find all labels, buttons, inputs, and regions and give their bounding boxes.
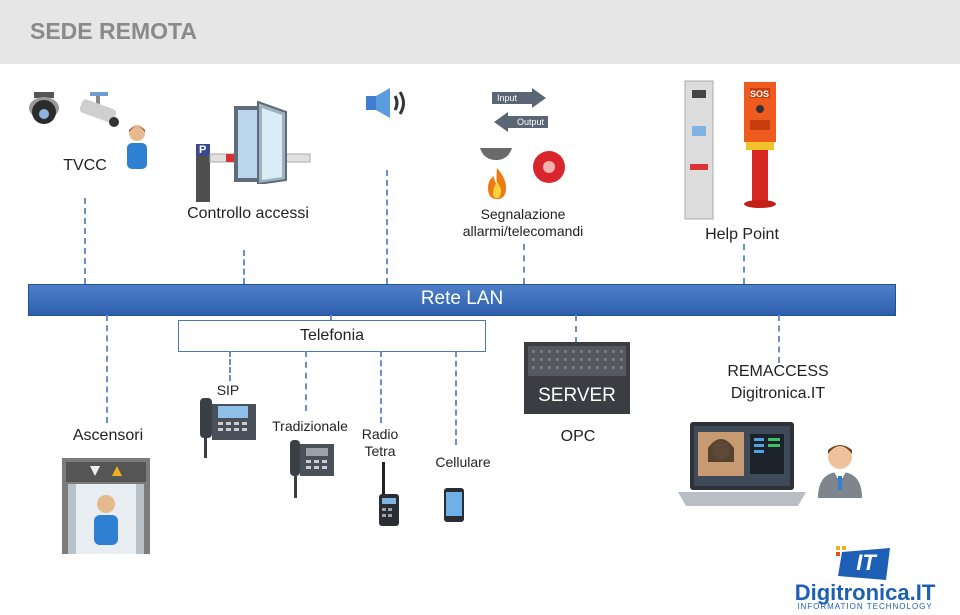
telefonia-connector <box>330 315 332 321</box>
logo-tagline: INFORMATION TECHNOLOGY <box>797 602 933 611</box>
cellulare-label: Cellulare <box>435 454 491 470</box>
tvcc-label: TVCC <box>63 157 107 174</box>
page-title: SEDE REMOTA <box>30 18 197 44</box>
radio-connector <box>380 351 382 423</box>
person-icon <box>124 124 150 170</box>
server-connector <box>575 315 577 343</box>
alarm-bell-icon <box>532 150 566 184</box>
sip-phone-icon <box>200 398 256 460</box>
server-icon <box>524 342 630 414</box>
bullet-camera-icon <box>76 92 122 132</box>
speaker-icon <box>364 86 412 120</box>
help-point-connector <box>743 244 745 284</box>
sip-label: SIP <box>216 382 240 398</box>
radio-label-line2: Tetra <box>364 443 396 459</box>
segnalazione-connector <box>523 244 525 284</box>
tradizionale-connector <box>305 351 307 411</box>
digitronica-logo-mark <box>836 546 896 582</box>
cellulare-connector <box>455 351 457 445</box>
remaccess-label-line1: REMACCESS <box>727 363 829 380</box>
accessi-connector <box>243 250 245 284</box>
input-label: Input <box>497 93 518 103</box>
sos-label: SOS <box>750 89 770 99</box>
dome-camera-icon <box>26 92 62 138</box>
lan-bar: Rete LAN <box>28 284 896 316</box>
remaccess-connector <box>778 315 780 363</box>
ascensori-connector <box>106 315 108 423</box>
user-icon <box>816 442 864 498</box>
opc-label: OPC <box>560 428 596 445</box>
fire-icon <box>484 168 510 200</box>
header-bar <box>0 0 960 64</box>
input-output-arrows-icon <box>492 88 548 136</box>
telefonia-box: Telefonia <box>178 320 486 352</box>
remaccess-label-line2: Digitronica.IT <box>730 385 826 402</box>
segnalazione-label-line2: allarmi/telecomandi <box>462 223 584 239</box>
sos-column-icon <box>740 82 780 210</box>
segnalazione-label-line1: Segnalazione <box>480 206 566 222</box>
ascensori-label: Ascensori <box>72 427 144 444</box>
intercom-column-icon <box>684 80 714 220</box>
tvcc-connector <box>84 198 86 284</box>
laptop-icon <box>678 422 806 508</box>
telefonia-label: Telefonia <box>299 327 365 344</box>
mobile-phone-icon <box>444 488 464 522</box>
smoke-detector-icon <box>480 146 512 162</box>
speaker-connector <box>386 170 388 284</box>
elevator-icon <box>62 458 150 554</box>
glass-door-icon <box>232 100 288 184</box>
logo-brand: Digitronica.IT <box>794 580 936 605</box>
parking-sign-label: P <box>199 144 207 156</box>
radio-handset-icon <box>377 462 401 528</box>
radio-label-line1: Radio <box>361 426 399 442</box>
help-point-label: Help Point <box>705 226 779 243</box>
lan-label: Rete LAN <box>420 288 504 309</box>
sip-connector <box>229 351 231 381</box>
server-label: SERVER <box>538 385 616 406</box>
tradizionale-label: Tradizionale <box>272 418 348 434</box>
logo-mark-text: IT <box>856 550 876 575</box>
controllo-accessi-label: Controllo accessi <box>187 205 309 222</box>
output-label: Output <box>517 117 545 127</box>
desk-phone-icon <box>290 438 336 500</box>
